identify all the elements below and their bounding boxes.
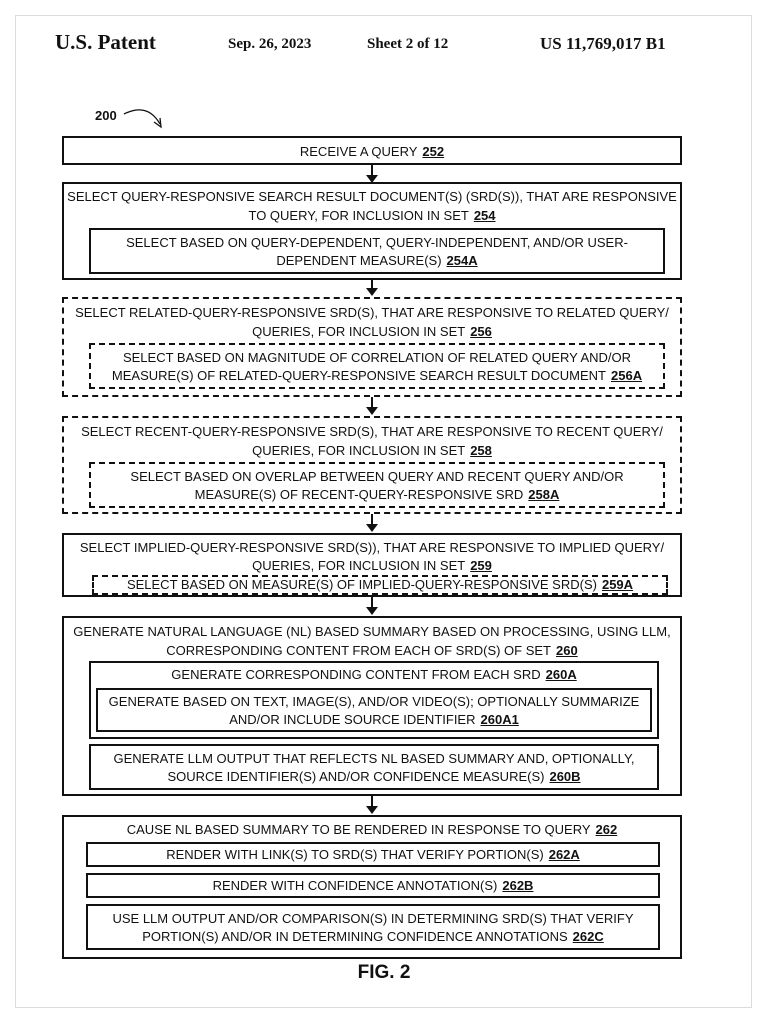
step-text: SELECT RELATED-QUERY-RESPONSIVE SRD(S), …: [75, 305, 669, 320]
step-ref: 262B: [502, 878, 534, 893]
step-text: SELECT RECENT-QUERY-RESPONSIVE SRD(S), T…: [81, 424, 663, 439]
step-text: SELECT IMPLIED-QUERY-RESPONSIVE SRD(S)),…: [79, 540, 665, 555]
substep-implied-measures: SELECT BASED ON MEASURE(S) OF IMPLIED-QU…: [92, 575, 668, 595]
header-patent-number: US 11,769,017 B1: [540, 34, 666, 53]
substep-render-links: RENDER WITH LINK(S) TO SRD(S) THAT VERIF…: [86, 842, 660, 867]
step-render-summary: CAUSE NL BASED SUMMARY TO BE RENDERED IN…: [62, 815, 682, 959]
step-generate-nl-summary: GENERATE NATURAL LANGUAGE (NL) BASED SUM…: [62, 616, 682, 796]
step-ref: 256: [470, 324, 492, 339]
step-text: DEPENDENT MEASURE(S): [276, 253, 442, 268]
step-text: CORRESPONDING CONTENT FROM EACH OF SRD(S…: [166, 643, 551, 658]
figure-label: FIG. 2: [357, 962, 411, 983]
step-text: MEASURE(S) OF RELATED-QUERY-RESPONSIVE S…: [111, 368, 606, 383]
step-text: USE LLM OUTPUT AND/OR COMPARISON(S) IN D…: [112, 911, 634, 926]
substep-verify-portions: USE LLM OUTPUT AND/OR COMPARISON(S) IN D…: [86, 904, 660, 950]
step-ref: 260B: [549, 769, 581, 784]
step-ref: 259A: [601, 577, 634, 592]
step-text: MEASURE(S) OF RECENT-QUERY-RESPONSIVE SR…: [194, 487, 524, 502]
step-select-implied-query-responsive: SELECT IMPLIED-QUERY-RESPONSIVE SRD(S)),…: [62, 533, 682, 597]
diagram-reference-number: 200: [95, 108, 117, 123]
step-ref: 262C: [572, 929, 604, 944]
step-text: RENDER WITH LINK(S) TO SRD(S) THAT VERIF…: [166, 847, 544, 862]
step-text: GENERATE NATURAL LANGUAGE (NL) BASED SUM…: [73, 624, 671, 639]
step-ref: 262A: [548, 847, 580, 862]
step-ref: 254: [473, 208, 496, 223]
step-ref: 260A: [545, 667, 577, 682]
substep-text-image-video: GENERATE BASED ON TEXT, IMAGE(S), AND/OR…: [96, 688, 652, 732]
step-select-related-query-responsive: SELECT RELATED-QUERY-RESPONSIVE SRD(S), …: [62, 297, 682, 397]
step-text: RENDER WITH CONFIDENCE ANNOTATION(S): [212, 878, 498, 893]
step-text: AND/OR INCLUDE SOURCE IDENTIFIER: [229, 712, 476, 727]
step-ref: 259: [470, 558, 492, 573]
step-text: PORTION(S) AND/OR IN DETERMINING CONFIDE…: [142, 929, 568, 944]
step-ref: 252: [422, 144, 445, 159]
substep-llm-output: GENERATE LLM OUTPUT THAT REFLECTS NL BAS…: [89, 744, 659, 790]
step-text: SELECT QUERY-RESPONSIVE SEARCH RESULT DO…: [67, 189, 677, 204]
step-text: SOURCE IDENTIFIER(S) AND/OR CONFIDENCE M…: [167, 769, 545, 784]
step-text: GENERATE LLM OUTPUT THAT REFLECTS NL BAS…: [113, 751, 635, 766]
step-ref: 262: [595, 822, 618, 837]
substep-correlation: SELECT BASED ON MAGNITUDE OF CORRELATION…: [89, 343, 665, 389]
step-text: SELECT BASED ON MAGNITUDE OF CORRELATION…: [122, 350, 632, 365]
step-text: SELECT BASED ON MEASURE(S) OF IMPLIED-QU…: [126, 577, 597, 592]
step-text: SELECT BASED ON QUERY-DEPENDENT, QUERY-I…: [126, 235, 628, 250]
step-ref: 254A: [446, 253, 478, 268]
step-text: RECEIVE A QUERY: [299, 144, 418, 159]
substep-measures: SELECT BASED ON QUERY-DEPENDENT, QUERY-I…: [89, 228, 665, 274]
step-ref: 256A: [611, 368, 643, 383]
step-text: SELECT BASED ON OVERLAP BETWEEN QUERY AN…: [130, 469, 624, 484]
step-text: TO QUERY, FOR INCLUSION IN SET: [248, 208, 469, 223]
step-text: GENERATE CORRESPONDING CONTENT FROM EACH…: [171, 667, 541, 682]
step-receive-query: RECEIVE A QUERY 252: [62, 136, 682, 165]
step-ref: 260A1: [480, 712, 519, 727]
substep-overlap: SELECT BASED ON OVERLAP BETWEEN QUERY AN…: [89, 462, 665, 508]
step-ref: 258A: [528, 487, 560, 502]
step-select-recent-query-responsive: SELECT RECENT-QUERY-RESPONSIVE SRD(S), T…: [62, 416, 682, 514]
step-ref: 260: [556, 643, 578, 658]
substep-render-confidence: RENDER WITH CONFIDENCE ANNOTATION(S) 262B: [86, 873, 660, 898]
header-date: Sep. 26, 2023: [228, 36, 312, 52]
leader-arrow-icon: [123, 109, 162, 129]
substep-corresponding-content: GENERATE CORRESPONDING CONTENT FROM EACH…: [89, 661, 659, 739]
header-sheet: Sheet 2 of 12: [367, 36, 449, 52]
step-text: GENERATE BASED ON TEXT, IMAGE(S), AND/OR…: [108, 694, 640, 709]
header-patent-label: U.S. Patent: [55, 30, 156, 54]
step-text: QUERIES, FOR INCLUSION IN SET: [252, 443, 466, 458]
step-text: CAUSE NL BASED SUMMARY TO BE RENDERED IN…: [126, 822, 591, 837]
page-border: [15, 15, 752, 1008]
step-ref: 258: [470, 443, 492, 458]
step-text: QUERIES, FOR INCLUSION IN SET: [252, 558, 466, 573]
step-text: QUERIES, FOR INCLUSION IN SET: [252, 324, 466, 339]
step-select-query-responsive: SELECT QUERY-RESPONSIVE SEARCH RESULT DO…: [62, 182, 682, 280]
